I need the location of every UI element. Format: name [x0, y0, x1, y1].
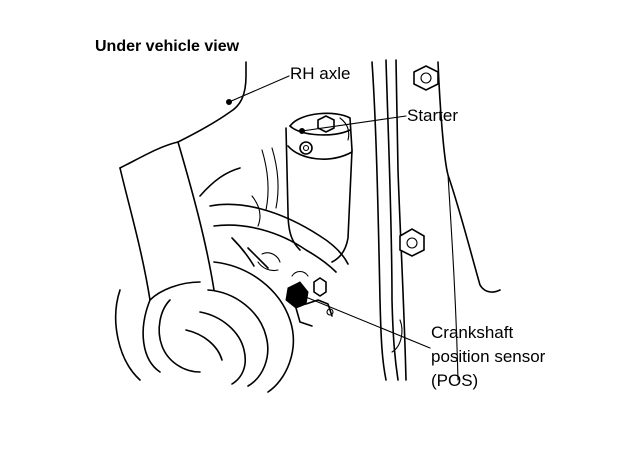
label-crankshaft-line-2: position sensor	[431, 347, 546, 366]
wiring-harness	[251, 147, 281, 272]
starter-motor	[285, 112, 353, 263]
axle-boot	[114, 261, 295, 393]
rh-axle-shaft	[119, 61, 247, 301]
bolt-lower	[399, 228, 425, 257]
view-title: Under vehicle view	[95, 38, 240, 55]
engine-block	[371, 59, 501, 381]
leader-lines	[226, 75, 431, 349]
label-rh-axle: RH axle	[290, 64, 351, 83]
label-crankshaft-position-sensor: Crankshaft position sensor (POS)	[431, 321, 545, 393]
label-crankshaft-line-3: (POS)	[431, 371, 479, 390]
bolt-upper	[413, 65, 439, 91]
label-crankshaft-line-1: Crankshaft	[431, 323, 514, 342]
label-starter: Starter	[407, 106, 459, 125]
crossmember	[209, 203, 349, 273]
